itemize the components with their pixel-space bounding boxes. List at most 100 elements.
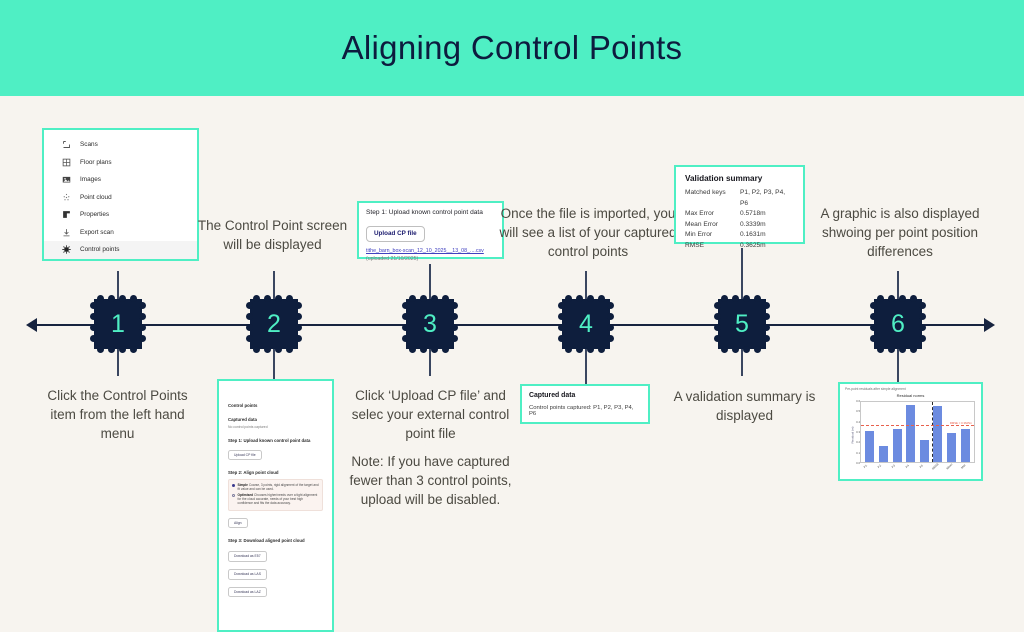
screen-radio-simple[interactable]: Simple Coarse, 3 points, rigid alignment…: [232, 483, 319, 491]
sidebar-item-scans[interactable]: Scans: [44, 136, 197, 154]
validation-key: Mean Error: [685, 220, 718, 228]
screen-download-laz-button[interactable]: Download as LAZ: [228, 586, 267, 598]
sidebar-item-label: Images: [80, 176, 101, 184]
sidebar-item-label: Floor plans: [80, 158, 112, 166]
radio-simple-text: Coarse, 3 points, rigid alignment of the…: [237, 483, 319, 491]
timeline-axis: [35, 324, 990, 326]
node-connector-5-up: [741, 248, 743, 301]
validation-row: RMSE 0.3625m: [685, 241, 794, 252]
node-connector-2-down: [273, 348, 275, 380]
chart-x-tick: P6: [918, 463, 924, 469]
sidebar-item-label: Scans: [80, 141, 98, 149]
validation-row: Mean Error 0.3339m: [685, 220, 794, 231]
radio-optimised-text: Chooses higher/needs over a tight alignm…: [237, 493, 318, 505]
timeline-node-3[interactable]: 3: [402, 295, 458, 353]
chart-y-tick: 0.1: [856, 450, 860, 455]
cp-upload-card: Step 1: Upload known control point data …: [357, 201, 504, 262]
sidebar-item-floor-plans[interactable]: Floor plans: [44, 154, 197, 172]
sidebar-item-label: Properties: [80, 211, 110, 219]
timeline-node-5[interactable]: 5: [714, 295, 770, 353]
captured-data-title: Captured data: [529, 392, 576, 399]
chart-y-tick: 0.5: [856, 409, 860, 414]
captured-data-panel: Captured data Control points captured: P…: [520, 384, 650, 424]
screen-captured-heading: Captured data: [228, 417, 257, 422]
screen-step1-heading: Step 1: Upload known control point data: [228, 438, 311, 443]
timeline-node-6[interactable]: 6: [870, 295, 926, 353]
chart-bar: [892, 429, 902, 462]
validation-row: Max Error 0.5718m: [685, 209, 794, 220]
images-icon: [62, 175, 71, 184]
sidebar-item-label: Control points: [80, 246, 120, 254]
screen-upload-cp-file-button[interactable]: Upload CP file: [228, 449, 262, 461]
validation-key: Min Error: [685, 231, 713, 239]
screen-download-e57-button[interactable]: Download as E57: [228, 551, 267, 562]
radio-optimised-icon[interactable]: [232, 493, 235, 497]
captured-data-text: Control points captured: P1, P2, P3, P4,…: [529, 405, 634, 417]
uploaded-date-note: (uploaded 21/10/2025): [366, 255, 419, 262]
validation-value: P1, P2, P3, P4, P6: [740, 189, 786, 207]
page-title: Aligning Control Points: [341, 29, 683, 66]
node-connector-6-down: [897, 348, 899, 382]
timeline-node-5-label: 5: [718, 299, 766, 349]
radio-simple-label: Simple: [237, 483, 248, 487]
chart-group-divider: [931, 402, 933, 462]
residuals-chart-panel: Per-point residuals after simple alignme…: [838, 382, 983, 481]
sidebar-item-label: Export scan: [80, 228, 114, 236]
validation-value: 0.3625m: [740, 241, 766, 249]
caption-below-node-5: A validation summary is displayed: [673, 389, 816, 423]
node-connector-3-up: [429, 264, 431, 301]
chart-x-tick: Max: [959, 462, 967, 470]
control-points-icon: [62, 245, 71, 254]
timeline-node-4-label: 4: [562, 299, 610, 349]
chart-bar: [960, 429, 970, 462]
chart-bar: [947, 433, 957, 462]
node-connector-6-up: [897, 271, 899, 301]
page-header: Aligning Control Points: [0, 0, 1024, 96]
validation-summary-panel: Validation summary Matched keys P1, P2, …: [674, 165, 805, 249]
timeline-node-1[interactable]: 1: [90, 295, 146, 353]
screen-download-las-button[interactable]: Download as LAS: [228, 568, 267, 580]
caption-below-node-3: Click ‘Upload CP file’ and selec your ex…: [351, 388, 510, 441]
screen-radio-optimised[interactable]: Optimised Chooses higher/needs over a ti…: [232, 493, 319, 505]
chart-bar: [878, 446, 888, 462]
caption-below-node-1: Click the Control Points item from the l…: [47, 388, 188, 441]
chart-y-tick: 0.3: [856, 430, 860, 434]
screen-page-title: Control points: [228, 403, 258, 408]
timeline-node-2[interactable]: 2: [246, 295, 302, 353]
sidebar-item-control-points[interactable]: Control points: [44, 241, 197, 259]
point-cloud-icon: [62, 193, 71, 202]
uploaded-file-link[interactable]: tithe_barn_box-scan_12_10_2025__13_08_..…: [366, 247, 484, 254]
node-connector-5-down: [741, 348, 743, 376]
sidebar-item-images[interactable]: Images: [44, 171, 197, 189]
chart-plot: RMSE = 0.3625m: [860, 401, 975, 463]
validation-value: 0.5718m: [740, 210, 766, 218]
caption-above-node-4: Once the file is imported, you will see …: [499, 206, 677, 259]
screen-align-options: Simple Coarse, 3 points, rigid alignment…: [228, 479, 323, 511]
chart-x-tick: Mean: [945, 462, 953, 471]
radio-simple-icon[interactable]: [232, 483, 235, 487]
chart-bar: [906, 405, 916, 462]
cp-upload-title: Step 1: Upload known control point data: [366, 209, 483, 216]
screen-align-button[interactable]: Align: [228, 517, 248, 529]
radio-optimised-label: Optimised: [237, 493, 254, 497]
timeline-node-1-label: 1: [94, 299, 142, 349]
timeline-node-2-label: 2: [250, 299, 298, 349]
sidebar-item-export-scan[interactable]: Export scan: [44, 224, 197, 242]
timeline-node-6-label: 6: [874, 299, 922, 349]
chart-x-tick: P2: [876, 463, 883, 469]
sidebar-item-point-cloud[interactable]: Point cloud: [44, 189, 197, 207]
chart-rmse-reference-line: [861, 424, 974, 426]
caption-note-below-node-3: Note: If you have captured fewer than 3 …: [349, 454, 512, 507]
node-connector-1-up: [117, 271, 119, 301]
upload-cp-file-button[interactable]: Upload CP file: [366, 225, 425, 242]
chart-y-tick: 0.2: [856, 440, 860, 445]
validation-key: Max Error: [685, 210, 714, 218]
timeline-node-4[interactable]: 4: [558, 295, 614, 353]
sidebar-item-properties[interactable]: Properties: [44, 206, 197, 224]
validation-row: Min Error 0.1631m: [685, 230, 794, 241]
timeline-arrow-right-icon: [984, 318, 995, 332]
chart-bars: [861, 402, 974, 462]
